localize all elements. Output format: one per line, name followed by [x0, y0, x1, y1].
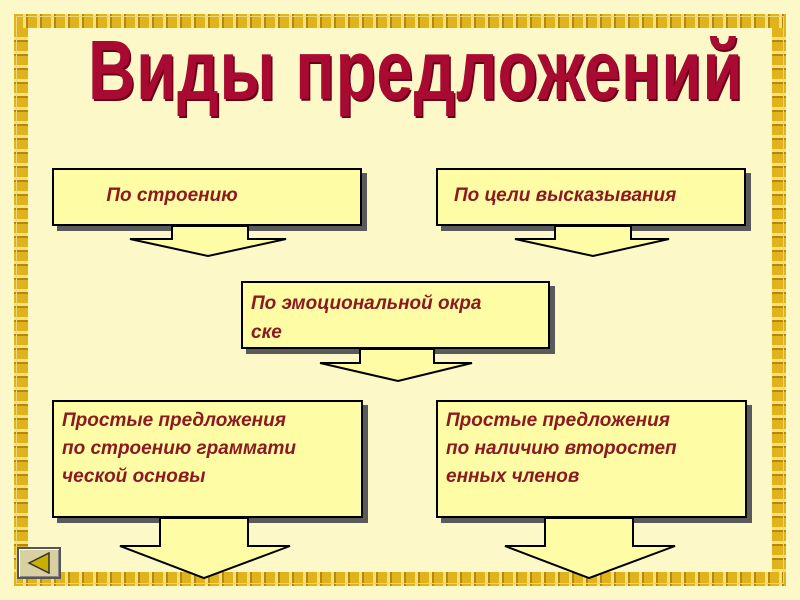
- box-label: По строению: [106, 185, 238, 206]
- arrow-down: [119, 517, 291, 580]
- box-by-structure: По строению: [52, 168, 362, 226]
- box-by-emotional-coloring: По эмоциональной окра ске: [241, 281, 550, 349]
- back-button[interactable]: [17, 547, 61, 579]
- box-simple-by-grammar-basis: Простые предложения по строению граммати…: [52, 400, 363, 518]
- arrow-down: [129, 225, 287, 258]
- page-title: Виды предложений: [88, 23, 744, 117]
- arrow-down: [319, 348, 473, 383]
- arrow-down: [504, 517, 676, 580]
- box-label: По эмоциональной окра ске: [251, 293, 482, 343]
- box-label: Простые предложения по строению граммати…: [62, 410, 297, 487]
- arrow-down: [514, 225, 670, 258]
- box-label: По цели высказывания: [454, 185, 677, 206]
- box-label: Простые предложения по наличию второстеп…: [446, 410, 677, 487]
- box-simple-by-secondary-members: Простые предложения по наличию второстеп…: [436, 400, 747, 518]
- box-by-purpose: По цели высказывания: [436, 168, 746, 226]
- triangle-left-icon: [27, 551, 50, 575]
- inner-border: [16, 16, 784, 584]
